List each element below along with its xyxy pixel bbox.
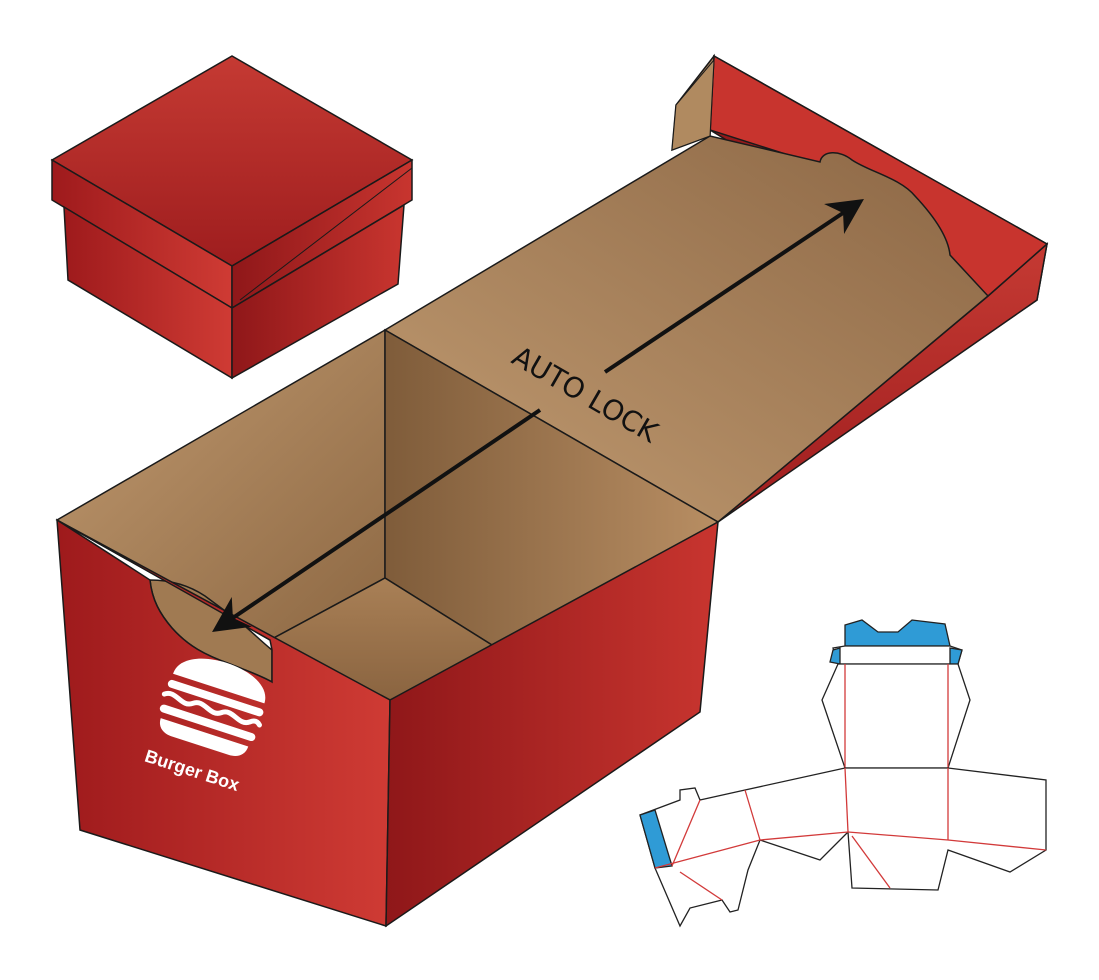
closed-box xyxy=(50,55,414,380)
dieline-fold-lines xyxy=(654,767,1047,901)
box-front-face xyxy=(56,518,391,928)
dieline-body xyxy=(639,767,1047,928)
closed-box-base-right xyxy=(231,203,405,380)
lid-corner-flap-inner xyxy=(671,58,715,151)
open-burger-box: Burger Box AUTO LOCK xyxy=(55,53,1049,928)
dieline xyxy=(639,619,1047,928)
box-right-face xyxy=(385,520,719,928)
auto-lock-arrow-upper xyxy=(603,199,864,374)
burger-icon xyxy=(159,658,266,756)
auto-lock-arrow xyxy=(212,408,542,633)
dieline-glue-flap-top xyxy=(844,619,951,647)
